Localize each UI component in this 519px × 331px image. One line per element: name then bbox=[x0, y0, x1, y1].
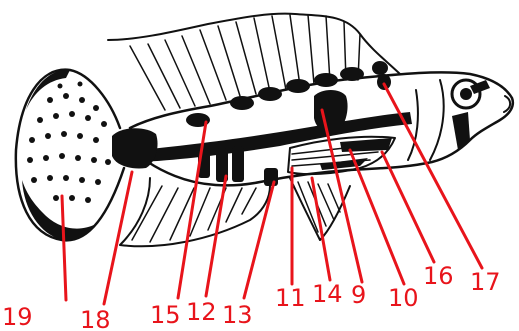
leader-line-13 bbox=[244, 182, 274, 298]
dorsal-fin bbox=[108, 14, 400, 74]
label-10: 10 bbox=[388, 284, 419, 312]
mouth bbox=[504, 96, 510, 112]
leader-line-17 bbox=[384, 84, 482, 268]
leader-line-9 bbox=[322, 110, 362, 282]
fish-illustration bbox=[16, 14, 513, 247]
label-11: 11 bbox=[275, 284, 306, 312]
operculum-line bbox=[430, 80, 444, 160]
label-9: 9 bbox=[351, 281, 366, 309]
caudal-peduncle-spot bbox=[112, 128, 158, 168]
label-13: 13 bbox=[222, 301, 253, 329]
leader-line-19 bbox=[62, 196, 66, 300]
leader-line-18 bbox=[104, 172, 132, 304]
leader-lines bbox=[62, 84, 482, 304]
caudal-fin bbox=[16, 70, 124, 241]
label-19: 19 bbox=[2, 303, 33, 331]
cheek-bar bbox=[452, 112, 470, 150]
label-14: 14 bbox=[312, 280, 343, 308]
label-18: 18 bbox=[80, 306, 111, 331]
caudal-fin-spots bbox=[27, 82, 111, 204]
gill-line bbox=[408, 90, 418, 160]
label-16: 16 bbox=[423, 262, 454, 290]
label-12: 12 bbox=[186, 298, 217, 326]
dorsal-blotches bbox=[186, 61, 391, 127]
label-15: 15 bbox=[150, 301, 181, 329]
pupil bbox=[460, 88, 472, 100]
label-17: 17 bbox=[470, 268, 501, 296]
